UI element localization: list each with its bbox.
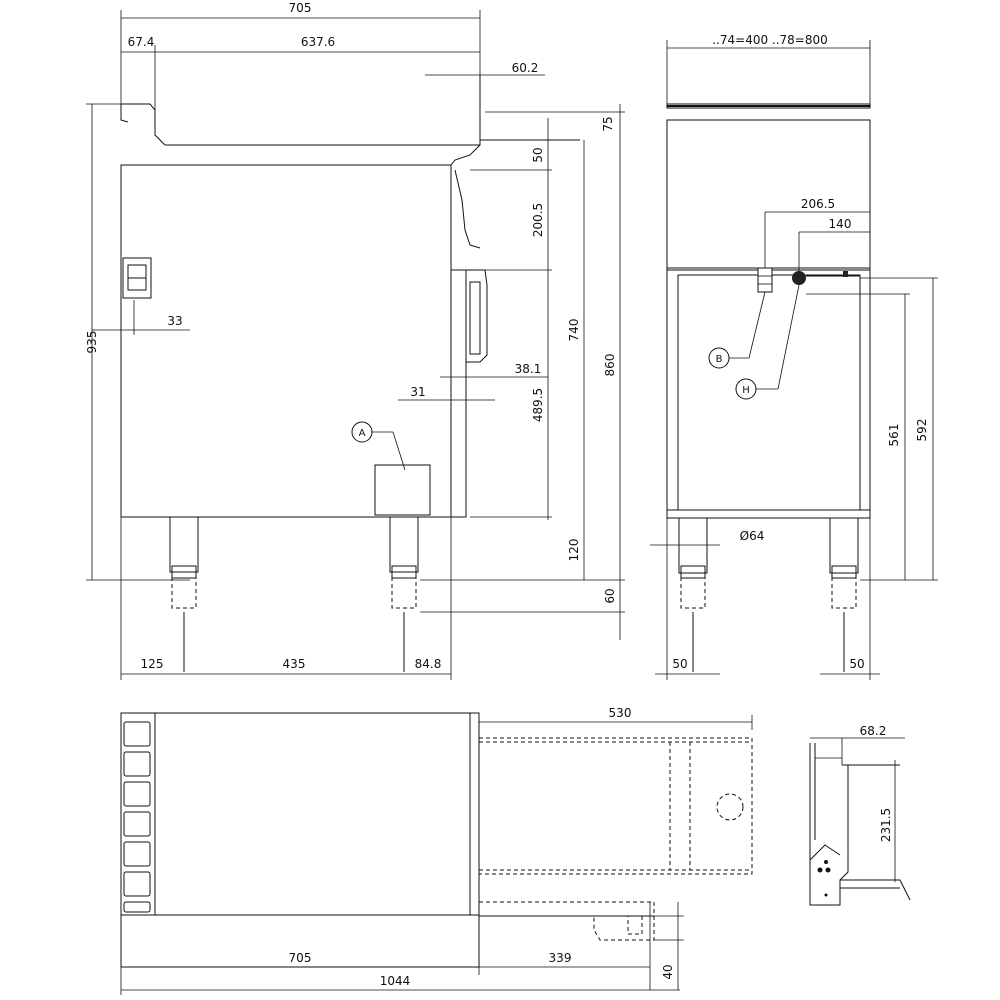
dim-front-206-5: 206.5 xyxy=(801,197,835,211)
dim-front-592: 592 xyxy=(915,419,929,442)
dim-side-60: 60 xyxy=(603,588,617,603)
dim-front-dia: Ø64 xyxy=(740,529,765,543)
front-view: ..74=400 ..78=800 206.5 140 B H xyxy=(650,33,938,680)
dim-plan-339: 339 xyxy=(549,951,572,965)
dim-front-width: ..74=400 ..78=800 xyxy=(712,33,828,47)
dim-bottom-435: 435 xyxy=(283,657,306,671)
dim-side-overhang: 60.2 xyxy=(512,61,539,75)
dim-front-50-right: 50 xyxy=(849,657,864,671)
dim-side-489-5: 489.5 xyxy=(531,388,545,422)
callout-b: B xyxy=(716,354,723,365)
dim-front-561: 561 xyxy=(887,424,901,447)
dim-side-75: 75 xyxy=(601,116,615,131)
dim-side-50: 50 xyxy=(531,147,545,162)
dim-side-38-1: 38.1 xyxy=(515,362,542,376)
dim-plan-40: 40 xyxy=(661,964,675,979)
dim-plan-705: 705 xyxy=(289,951,312,965)
dim-side-height-860: 860 xyxy=(603,354,617,377)
dim-side-width: 705 xyxy=(289,1,312,15)
callout-a: A xyxy=(359,428,366,439)
dim-side-height-total: 935 xyxy=(85,331,99,354)
dim-plan-530: 530 xyxy=(609,706,632,720)
callout-h: H xyxy=(742,385,750,396)
dim-side-200-5: 200.5 xyxy=(531,203,545,237)
dim-side-120: 120 xyxy=(567,539,581,562)
dim-bottom-84-8: 84.8 xyxy=(415,657,442,671)
dim-side-33: 33 xyxy=(167,314,182,328)
side-view: 705 67.4 637.6 60.2 A xyxy=(85,1,625,680)
detail-view: 68.2 231.5 xyxy=(809,724,911,906)
dim-bottom-125: 125 xyxy=(141,657,164,671)
plan-view: 530 705 339 1044 40 xyxy=(120,706,753,995)
dim-side-offset: 67.4 xyxy=(128,35,155,49)
dim-side-top-length: 637.6 xyxy=(301,35,335,49)
dim-detail-68-2: 68.2 xyxy=(860,724,887,738)
dim-side-height-740: 740 xyxy=(567,319,581,342)
dim-side-31: 31 xyxy=(410,385,425,399)
dim-front-140: 140 xyxy=(829,217,852,231)
dim-detail-231-5: 231.5 xyxy=(879,808,893,842)
dim-plan-1044: 1044 xyxy=(380,974,411,988)
dim-front-50-left: 50 xyxy=(672,657,687,671)
